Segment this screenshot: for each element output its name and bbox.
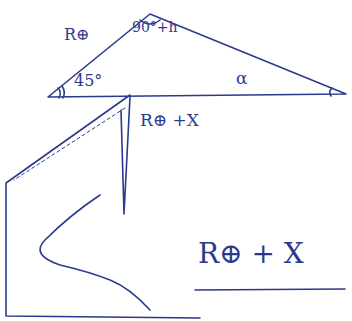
- sketch-curve: [40, 195, 150, 310]
- sketch-label: 45°: [74, 73, 102, 89]
- sketch-label: R⊕ +X: [140, 112, 199, 129]
- angle-arc: [330, 88, 332, 96]
- sketch-label: 90°+h: [132, 20, 178, 34]
- angle-arc: [62, 86, 64, 98]
- sketch-label: α: [236, 70, 247, 87]
- sketch-label: R⊕: [64, 27, 89, 43]
- underline: [195, 289, 345, 290]
- sketch-line: [6, 95, 200, 318]
- sketch-line: [121, 97, 130, 214]
- sketch-label: R⊕ + X: [198, 240, 304, 268]
- triangle: [48, 14, 346, 97]
- angle-arc: [58, 88, 60, 98]
- sketch-line: [14, 108, 125, 180]
